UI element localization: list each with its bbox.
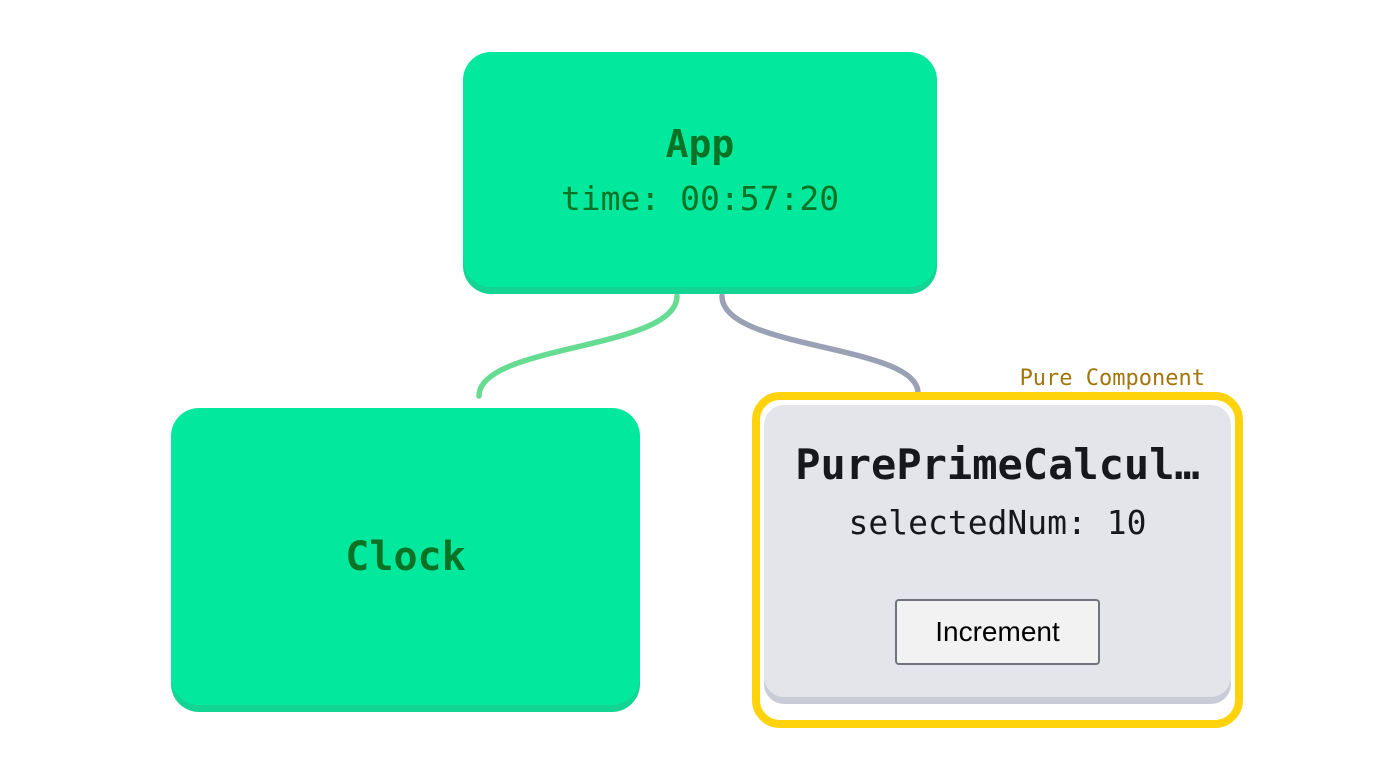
node-clock-title: Clock <box>345 533 466 580</box>
edge-app-pureprimecalculator <box>719 293 921 396</box>
node-app-title: App <box>665 121 735 166</box>
pure-prime-calculator-panel: PurePrimeCalcul… selectedNum: 10 Increme… <box>764 405 1231 697</box>
node-app: App time: 00:57:20 <box>463 52 937 287</box>
pure-component-badge: Pure Component <box>1019 366 1205 391</box>
increment-button[interactable]: Increment <box>895 599 1100 665</box>
node-clock: Clock <box>171 408 640 705</box>
node-pure-prime-calculator: PurePrimeCalcul… selectedNum: 10 Increme… <box>752 392 1243 728</box>
edge-app-clock <box>476 293 680 399</box>
node-pure-prime-calculator-state: selectedNum: 10 <box>848 503 1147 542</box>
node-pure-prime-calculator-title: PurePrimeCalcul… <box>795 440 1200 489</box>
node-app-state: time: 00:57:20 <box>560 178 840 218</box>
